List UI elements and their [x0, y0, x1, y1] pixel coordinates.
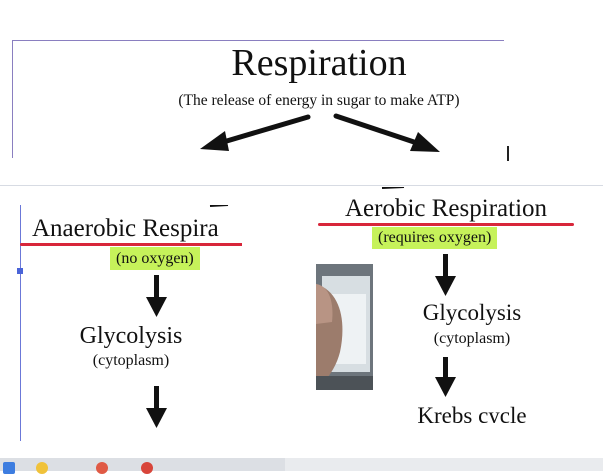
- right-branch-arrow-icon: [333, 113, 440, 152]
- resize-handle[interactable]: [17, 268, 23, 274]
- webcam-thumbnail[interactable]: [316, 264, 373, 390]
- aerobic-krebs-cycle: Krebs cycle: [417, 403, 527, 423]
- anaerobic-glycolysis: Glycolysis: [79, 323, 183, 349]
- anaerobic-panel: Anaerobic Respira (no oxygen) Glycolysis…: [20, 205, 242, 438]
- anaerobic-cytoplasm: (cytoplasm): [92, 352, 170, 369]
- requires-oxygen-tag: (requires oxygen): [372, 227, 498, 249]
- selection-edge: [20, 205, 21, 441]
- slide-title: Respiration: [231, 42, 407, 84]
- blue-app-icon[interactable]: [3, 462, 15, 474]
- down-arrow-icon: [435, 357, 456, 397]
- red-app-icon-2[interactable]: [141, 462, 153, 474]
- aerobic-glycolysis: Glycolysis: [422, 300, 522, 325]
- branch-arrows: [200, 113, 440, 152]
- down-arrow-icon: [435, 254, 456, 296]
- aerobic-underline: [318, 223, 574, 226]
- aerobic-panel: Aerobic Respiration (requires oxygen) Gl…: [316, 187, 576, 423]
- section-divider: [0, 185, 603, 186]
- red-app-icon[interactable]: [96, 462, 108, 474]
- slide-border-left: [12, 40, 13, 158]
- yellow-app-icon[interactable]: [36, 462, 48, 474]
- aerobic-title: Aerobic Respiration: [344, 195, 548, 222]
- down-arrow-icon: [146, 386, 167, 428]
- aerobic-cytoplasm: (cytoplasm): [433, 330, 511, 347]
- slide-border-top: [12, 40, 504, 41]
- text-cursor: [507, 146, 509, 161]
- no-oxygen-tag: (no oxygen): [110, 247, 200, 270]
- anaerobic-title: Anaerobic Respira: [32, 215, 219, 242]
- down-arrow-icon: [146, 275, 167, 317]
- anaerobic-underline: [20, 243, 242, 246]
- slide-subtitle: (The release of energy in sugar to make …: [178, 92, 460, 109]
- anaerobic-arrows: [146, 205, 229, 428]
- left-branch-arrow-icon: [200, 114, 311, 151]
- aerobic-arrows: [381, 187, 456, 397]
- webcam-video-image: [316, 264, 373, 390]
